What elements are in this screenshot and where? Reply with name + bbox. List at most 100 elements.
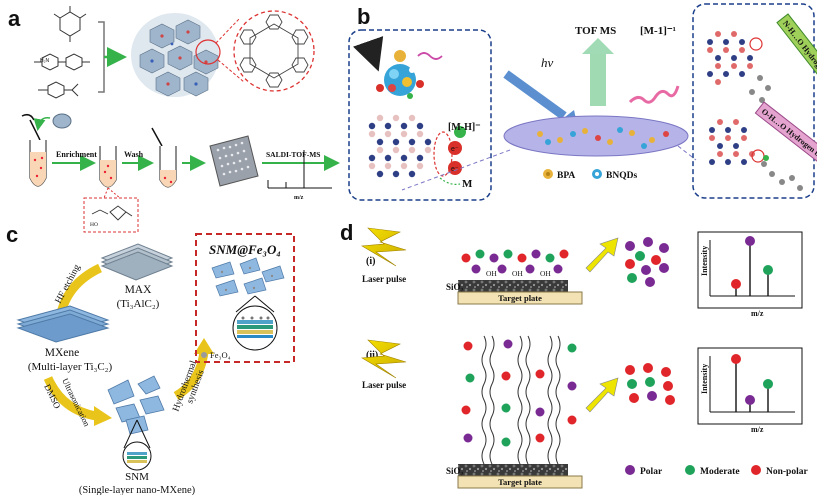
snm-fe3o4-box [195,233,295,363]
tof-arrow-icon [582,38,614,106]
intensity-label-ii: Intensity [700,364,709,394]
m-minus-1-label: [M-1]⁻¹ [640,25,676,37]
boronate-structure [91,205,133,221]
panel-b: b [348,3,817,201]
panel-label-c: c [6,222,18,247]
analytes-ii [461,339,577,447]
cof-particle-icon [52,113,72,129]
ionization-inset [348,29,492,201]
legend-nonpolar: Non-polar [766,467,808,477]
oh-groups: OH OH OH [486,269,551,278]
bnqds-label: BNQDs [606,171,637,181]
laser-label-ii: Laser pulse [362,380,406,390]
target-plate-i [457,291,583,305]
bpa-label: BPA [557,171,575,181]
case-i-label: (i) [366,256,375,267]
spectrum-i [697,231,803,309]
fe3o4-label: Fe₃O₄ [210,350,231,360]
snm-label: SNM [125,471,149,483]
ions-i [625,237,669,287]
analytes-i [461,249,569,274]
wash-label: Wash [124,150,144,159]
mxene-label: MXene [45,347,80,359]
light-beam-icon [503,70,567,120]
spectrum-ii [697,347,803,425]
target-plate-label-i: Target plate [498,293,542,303]
zoom-circle-small [195,39,221,65]
fe3o4-flakes-icon [211,257,285,297]
mass-spectrum-icon [267,150,332,189]
panel-label-b: b [357,4,370,29]
snm-full-label: (Single-layer nano-MXene) [79,485,196,495]
bn-lattice [368,114,432,178]
nh-o-bond-label-box: N-H…O Hydrogen bond [776,13,817,91]
max-label: MAX [125,284,153,296]
bracket [98,21,105,93]
nh-o-structure [707,31,771,103]
nanosheet-flakes-icon [107,375,165,435]
svg-text:OH: OH [486,269,497,278]
panel-a: a H₂N [8,6,340,233]
mz-label-a: m/z [294,195,304,201]
laser-icon-ii [361,339,407,379]
bpa-legend-icon [543,169,553,179]
svg-text:e⁻: e⁻ [451,146,459,153]
oh-o-structure [709,119,803,191]
electron-icon: e⁻ e⁻ [448,141,462,175]
panel-label-d: d [340,220,353,245]
emission-wave-icon [417,52,443,60]
legend-polar-dot [625,465,635,475]
hv-label: hv [541,55,554,70]
legend-moderate-dot [685,465,695,475]
tube-icon-enriched [99,146,117,188]
intensity-label-i: Intensity [700,246,709,276]
dmso-arrow [43,376,97,421]
pipette-icon [21,113,35,121]
panel-label-a: a [8,6,21,31]
mxene-formula: (Multi-layer Ti₃C₂) [28,361,113,373]
monomer-structures [34,6,90,99]
sio2-layer-ii [458,464,568,476]
cof-network [131,13,219,97]
zoom-line-top [215,17,241,44]
ho-label: HO [90,222,98,228]
legend-nonpolar-dot [751,465,761,475]
ions-ii [625,363,675,405]
max-formula: (Ti₃AlC₂) [117,298,160,310]
hydrogen-bond-inset [692,3,815,199]
yield-arrow-ii [585,377,619,413]
tube-icon-sample [29,140,47,187]
bpa-interaction-inset [83,197,139,233]
m-label: M [462,178,473,190]
mxene-stack-icon [16,305,110,343]
bnqd-particle-icon [376,50,424,99]
panel-d: d (i) Laser pulse OH OH OH SiO₂ Target p… [340,220,808,489]
amine-label: H₂N [40,58,50,64]
sio2-layer-i [458,280,568,292]
target-plate-label-ii: Target plate [498,477,542,487]
zoom-line-bottom [217,59,245,83]
fe3o4-dot-icon [201,352,207,358]
max-phase-icon [100,243,174,281]
nanowires [481,335,561,465]
laser-icon-i [361,227,407,267]
legend-polar: Polar [640,467,663,477]
panel-c: c MAX (Ti₃AlC₂) HF etching MXene (Multi-… [6,222,295,495]
snm-fe3o4-title: SNM@Fe₃O₄ [209,242,281,257]
case-ii-label: (ii) [366,350,378,361]
svg-text:OH: OH [540,269,551,278]
pipette-icon-2 [151,127,163,147]
workflow: Enrichment Wash [21,113,340,233]
yield-arrow-i [585,237,619,273]
sio2-label-ii: SiO₂ [446,466,464,476]
cof-pore-structure [239,14,309,88]
zoom-circle-large [233,10,315,92]
m-minus-h-label: [M-H]⁻ [448,122,481,133]
fe3o4-magnifier-icon [232,305,278,351]
enrichment-label: Enrichment [56,150,97,159]
snm-magnifier-icon [122,441,152,471]
svg-text:OH: OH [512,269,523,278]
plate-particles [537,127,669,149]
